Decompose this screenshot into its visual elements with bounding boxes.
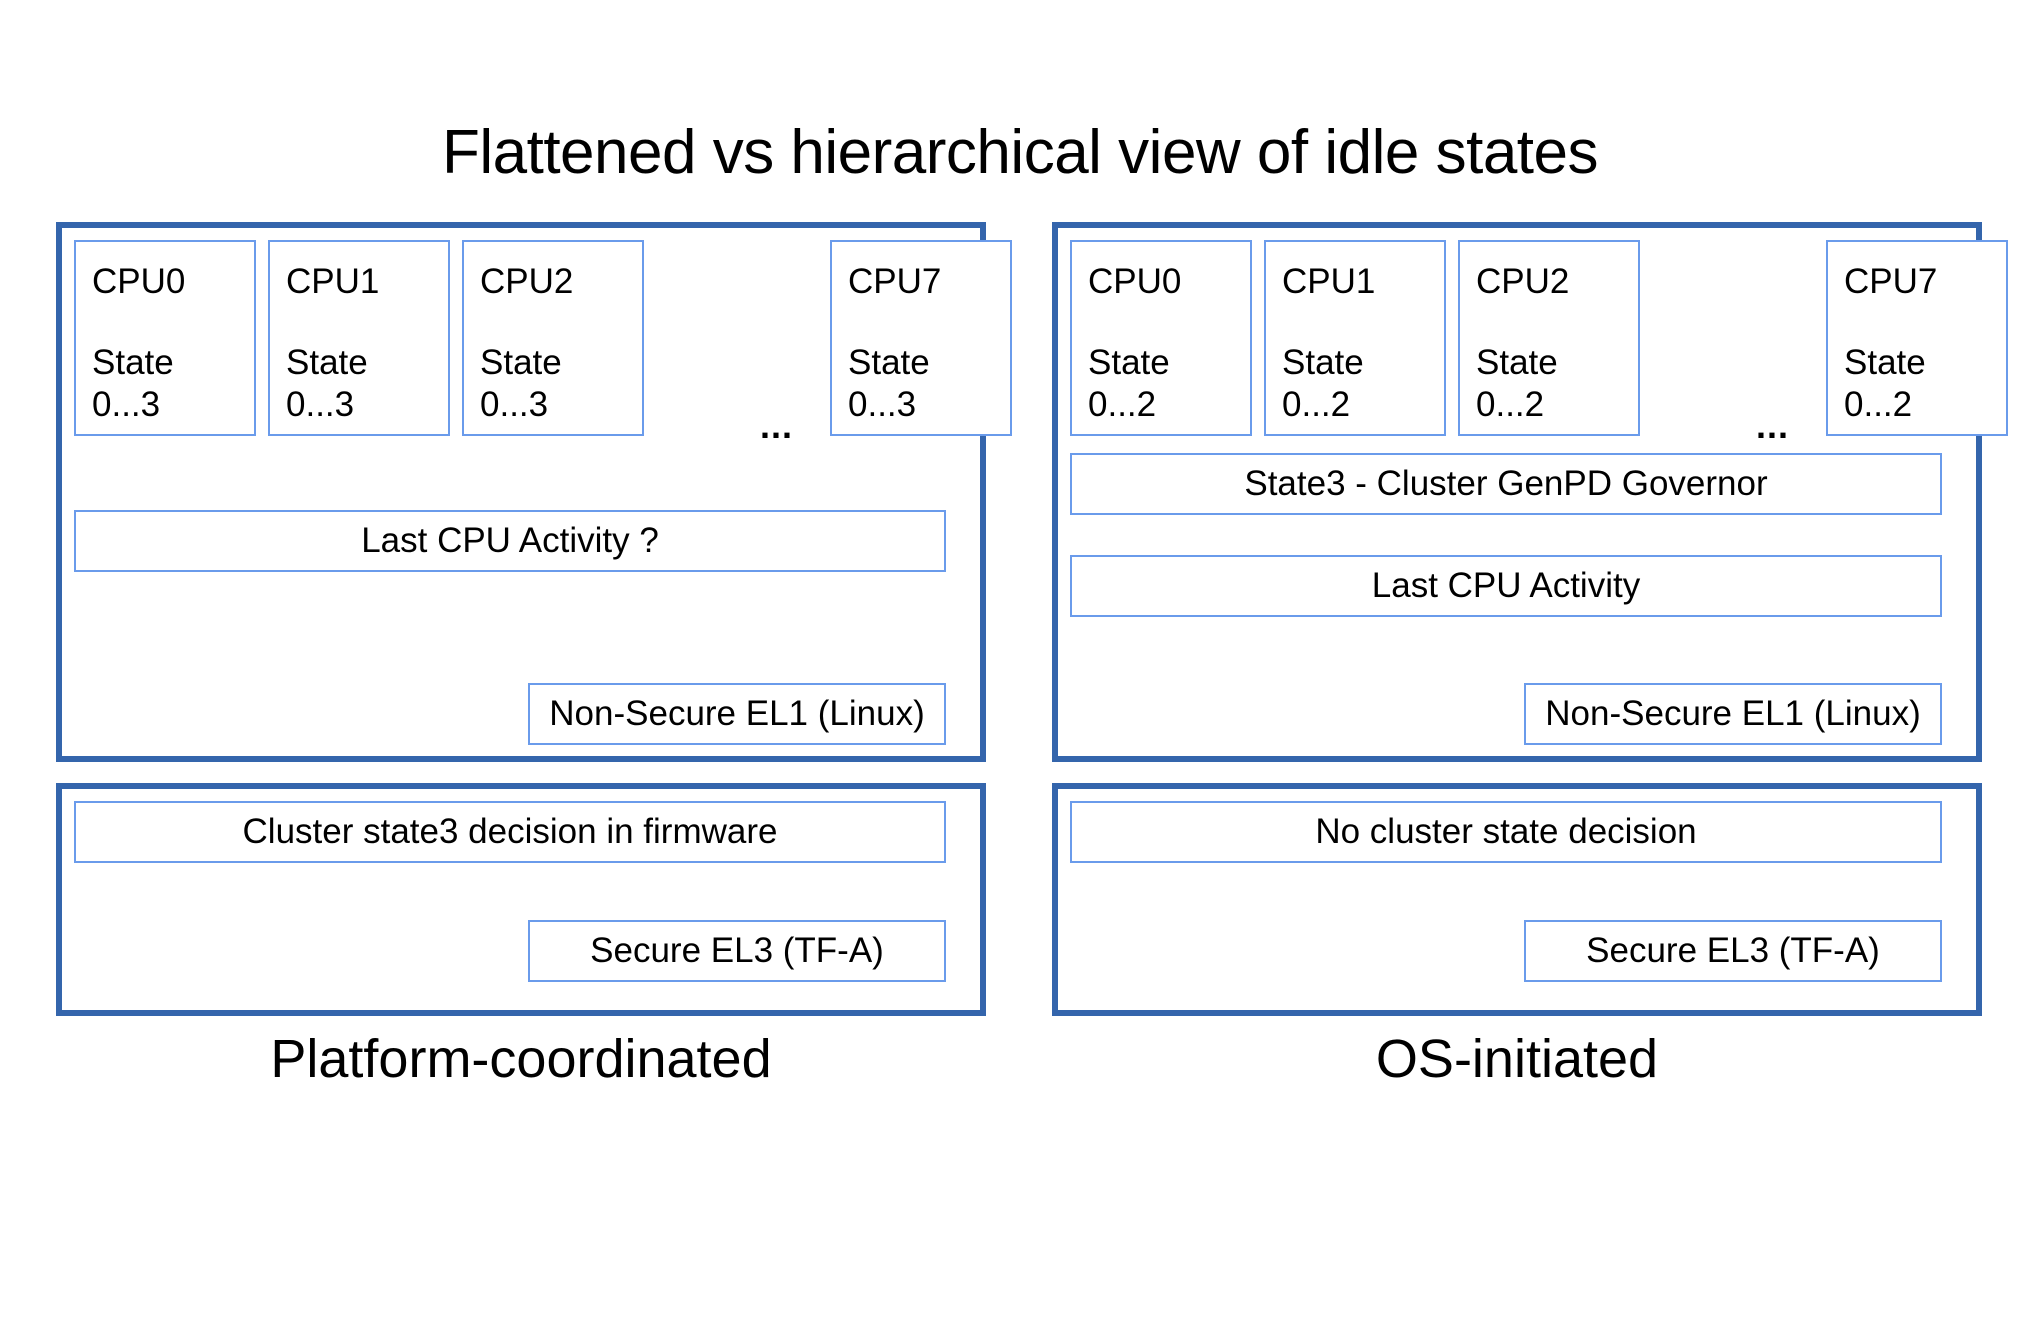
left-panel-caption: Platform-coordinated — [270, 1029, 772, 1089]
cpu-state: State 0...3 — [848, 342, 930, 426]
cpu-state-range: 0...3 — [92, 385, 161, 424]
cpu-state-range: 0...2 — [1476, 385, 1545, 424]
cpu-state-range: 0...2 — [1282, 385, 1351, 424]
right-cpu-box-2: CPU2 State 0...2 — [1458, 240, 1640, 436]
cpu-label: CPU7 — [1844, 262, 1938, 301]
page-title: Flattened vs hierarchical view of idle s… — [441, 118, 1599, 187]
right-exception-level-el1: Non-Secure EL1 (Linux) — [1524, 683, 1942, 745]
cpu-state: State 0...3 — [480, 342, 562, 426]
left-cpu-ellipsis: ... — [760, 405, 794, 446]
left-cpu-box-1: CPU1 State 0...3 — [268, 240, 450, 436]
left-last-cpu-activity-bar: Last CPU Activity ? — [74, 510, 946, 572]
cpu-label: CPU2 — [1476, 262, 1570, 301]
cpu-state-range: 0...3 — [286, 385, 355, 424]
right-cluster-genpd-governor-bar: State3 - Cluster GenPD Governor — [1070, 453, 1942, 515]
cpu-state-label: State — [1282, 343, 1364, 382]
cpu-state-label: State — [286, 343, 368, 382]
cpu-label: CPU2 — [480, 262, 574, 301]
left-exception-level-el1: Non-Secure EL1 (Linux) — [528, 683, 946, 745]
cpu-state: State 0...2 — [1282, 342, 1364, 426]
left-cpu-box-2: CPU2 State 0...3 — [462, 240, 644, 436]
cpu-state-range: 0...3 — [480, 385, 549, 424]
right-cpu-ellipsis: ... — [1756, 405, 1790, 446]
left-cluster-decision-bar: Cluster state3 decision in firmware — [74, 801, 946, 863]
cpu-label: CPU7 — [848, 262, 942, 301]
cpu-label: CPU0 — [1088, 262, 1182, 301]
cpu-state: State 0...2 — [1476, 342, 1558, 426]
cpu-state-label: State — [848, 343, 930, 382]
right-firmware-panel: No cluster state decision Secure EL3 (TF… — [1052, 783, 1982, 1016]
left-firmware-panel: Cluster state3 decision in firmware Secu… — [56, 783, 986, 1016]
cpu-state-label: State — [480, 343, 562, 382]
cpu-state-range: 0...2 — [1088, 385, 1157, 424]
cpu-state-label: State — [1476, 343, 1558, 382]
right-cluster-decision-bar: No cluster state decision — [1070, 801, 1942, 863]
cpu-state-label: State — [1088, 343, 1170, 382]
cpu-state: State 0...3 — [286, 342, 368, 426]
right-cpu-box-1: CPU1 State 0...2 — [1264, 240, 1446, 436]
cpu-state: State 0...2 — [1844, 342, 1926, 426]
right-os-panel: CPU0 State 0...2 CPU1 State 0...2 CPU2 S… — [1052, 222, 2008, 762]
right-panel-caption: OS-initiated — [1375, 1029, 1659, 1089]
left-cpu-box-7: CPU7 State 0...3 — [830, 240, 1012, 436]
cpu-label: CPU0 — [92, 262, 186, 301]
right-cpu-box-7: CPU7 State 0...2 — [1826, 240, 2008, 436]
cpu-state: State 0...3 — [92, 342, 174, 426]
left-os-panel: CPU0 State 0...3 CPU1 State 0...3 CPU2 S… — [56, 222, 1012, 762]
cpu-label: CPU1 — [1282, 262, 1376, 301]
right-last-cpu-activity-bar: Last CPU Activity — [1070, 555, 1942, 617]
cpu-state-label: State — [1844, 343, 1926, 382]
right-cpu-box-0: CPU0 State 0...2 — [1070, 240, 1252, 436]
cpu-state: State 0...2 — [1088, 342, 1170, 426]
left-cpu-box-0: CPU0 State 0...3 — [74, 240, 256, 436]
cpu-state-range: 0...2 — [1844, 385, 1913, 424]
cpu-label: CPU1 — [286, 262, 380, 301]
cpu-state-label: State — [92, 343, 174, 382]
left-exception-level-el3: Secure EL3 (TF-A) — [528, 920, 946, 982]
cpu-state-range: 0...3 — [848, 385, 917, 424]
right-exception-level-el3: Secure EL3 (TF-A) — [1524, 920, 1942, 982]
